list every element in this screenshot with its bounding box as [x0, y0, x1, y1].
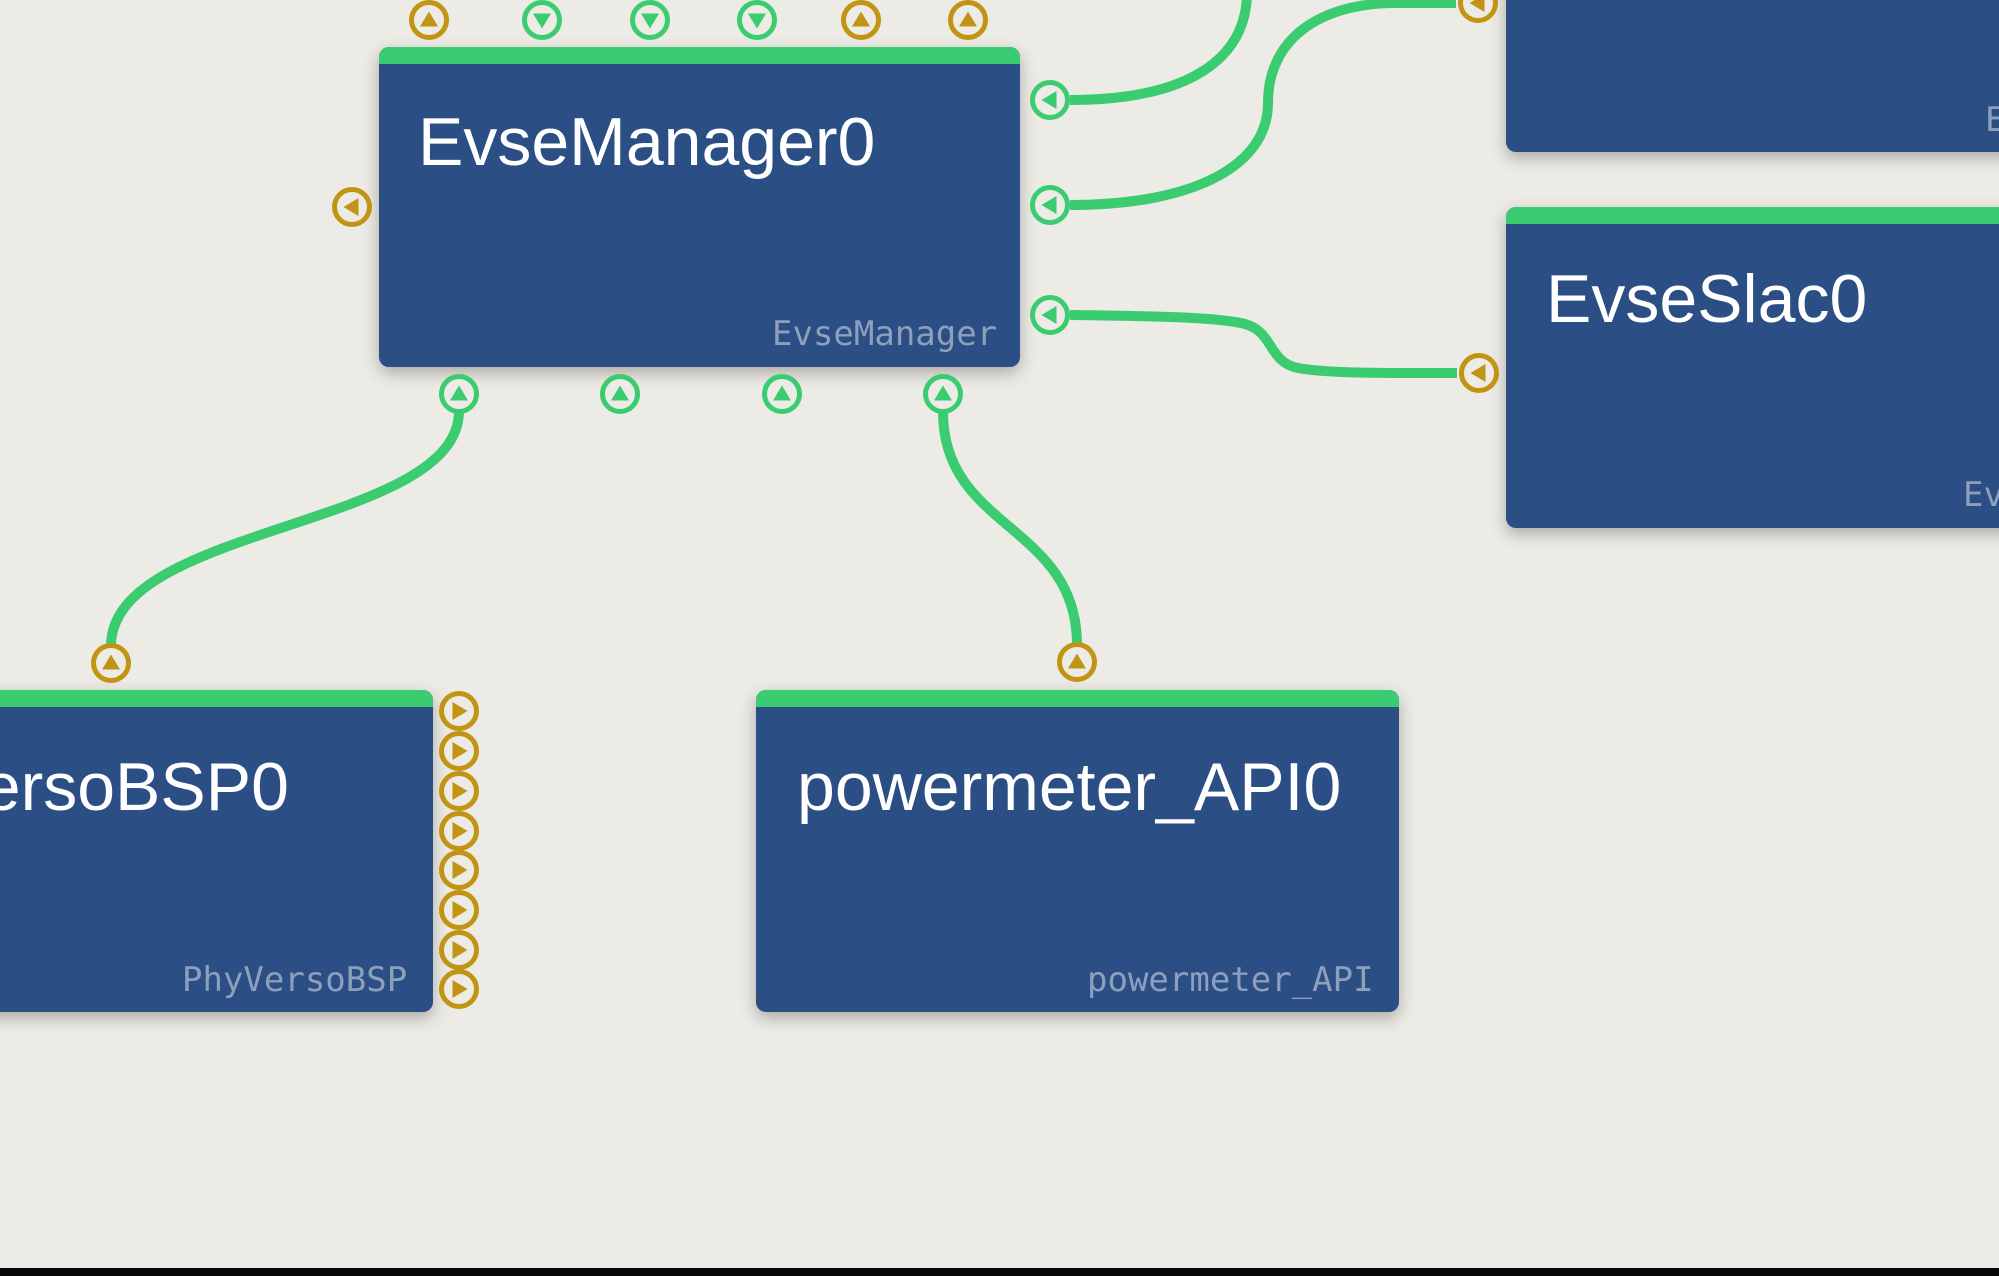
port-arrow-icon [450, 385, 468, 401]
port-arrow-icon [959, 11, 977, 27]
wire-evse-manager-out1-offscreen-top[interactable] [1069, 0, 1252, 105]
port-gold-arrow-up[interactable] [841, 0, 881, 40]
node-phyverso-bsp[interactable] [0, 690, 433, 1012]
port-green-arrow-up[interactable] [439, 374, 479, 414]
port-arrow-icon [102, 654, 120, 670]
port-arrow-icon [1041, 306, 1057, 324]
port-gold-arrow-right[interactable] [439, 850, 479, 890]
node-type-label-top-right-node: E [1985, 100, 1999, 140]
port-gold-arrow-up[interactable] [91, 643, 131, 683]
port-arrow-icon [452, 901, 468, 919]
port-arrow-icon [1041, 91, 1057, 109]
port-green-arrow-down[interactable] [630, 0, 670, 40]
port-arrow-icon [611, 385, 629, 401]
port-green-arrow-up[interactable] [923, 374, 963, 414]
port-gold-arrow-left[interactable] [1459, 353, 1499, 393]
node-top-bar [1506, 207, 1999, 224]
port-ring[interactable] [1458, 0, 1498, 23]
port-arrow-icon [420, 11, 438, 27]
port-gold-arrow-right[interactable] [439, 691, 479, 731]
node-type-label-powermeter-api: powermeter_API [1087, 960, 1374, 1000]
port-arrow-icon [1469, 0, 1485, 12]
node-title-powermeter-api: powermeter_API0 [797, 749, 1342, 825]
window-edge-bar [0, 1268, 1999, 1276]
port-arrow-icon [452, 702, 468, 720]
node-title-evse-slac: EvseSlac0 [1546, 261, 1868, 337]
port-gold-arrow-up[interactable] [948, 0, 988, 40]
wire-evse-manager-bottom1-to-phyverso-bsp[interactable] [106, 410, 464, 647]
port-arrow-icon [452, 980, 468, 998]
port-arrow-icon [452, 941, 468, 959]
port-arrow-icon [452, 782, 468, 800]
port-gold-arrow-right[interactable] [439, 930, 479, 970]
port-green-arrow-up[interactable] [600, 374, 640, 414]
port-gold-arrow-right[interactable] [439, 731, 479, 771]
node-top-bar [0, 690, 433, 707]
port-gold-arrow-up[interactable] [409, 0, 449, 40]
port-gold-arrow-right[interactable] [439, 771, 479, 811]
port-green-arrow-left[interactable] [1030, 80, 1070, 120]
node-type-label-evse-slac: Ev [1963, 475, 1999, 515]
wire-evse-manager-out2-to-top-right-node[interactable] [1069, 0, 1456, 210]
node-type-label-evse-manager: EvseManager [772, 314, 998, 354]
port-green-arrow-left[interactable] [1030, 185, 1070, 225]
node-top-right-node[interactable] [1506, 0, 1999, 152]
port-arrow-icon [452, 742, 468, 760]
port-arrow-icon [533, 13, 551, 29]
port-arrow-icon [773, 385, 791, 401]
wire-evse-manager-bottom4-to-powermeter-api[interactable] [938, 411, 1082, 646]
node-type-label-phyverso-bsp: PhyVersoBSP [182, 960, 408, 1000]
node-top-bar [379, 47, 1020, 64]
port-gold-arrow-left[interactable] [1458, 0, 1498, 23]
port-arrow-icon [1470, 364, 1486, 382]
port-green-arrow-left[interactable] [1030, 295, 1070, 335]
port-green-arrow-up[interactable] [762, 374, 802, 414]
node-powermeter-api[interactable] [756, 690, 1399, 1012]
port-arrow-icon [852, 11, 870, 27]
node-evse-slac[interactable] [1506, 207, 1999, 528]
port-arrow-icon [641, 13, 659, 29]
wire-evse-manager-out3-to-evse-slac[interactable] [1069, 310, 1458, 379]
node-top-bar [756, 690, 1399, 707]
port-arrow-icon [452, 822, 468, 840]
node-title-evse-manager: EvseManager0 [418, 104, 876, 180]
port-gold-arrow-right[interactable] [439, 811, 479, 851]
port-arrow-icon [1041, 196, 1057, 214]
port-green-arrow-down[interactable] [737, 0, 777, 40]
port-arrow-icon [343, 198, 359, 216]
port-arrow-icon [1068, 653, 1086, 669]
port-gold-arrow-right[interactable] [439, 890, 479, 930]
port-green-arrow-down[interactable] [522, 0, 562, 40]
port-arrow-icon [452, 861, 468, 879]
port-gold-arrow-left[interactable] [332, 187, 372, 227]
port-gold-arrow-right[interactable] [439, 969, 479, 1009]
port-gold-arrow-up[interactable] [1057, 642, 1097, 682]
node-title-phyverso-bsp: PhyVersoBSP0 [0, 749, 289, 825]
port-arrow-icon [934, 385, 952, 401]
port-arrow-icon [748, 13, 766, 29]
node-evse-manager[interactable] [379, 47, 1020, 367]
